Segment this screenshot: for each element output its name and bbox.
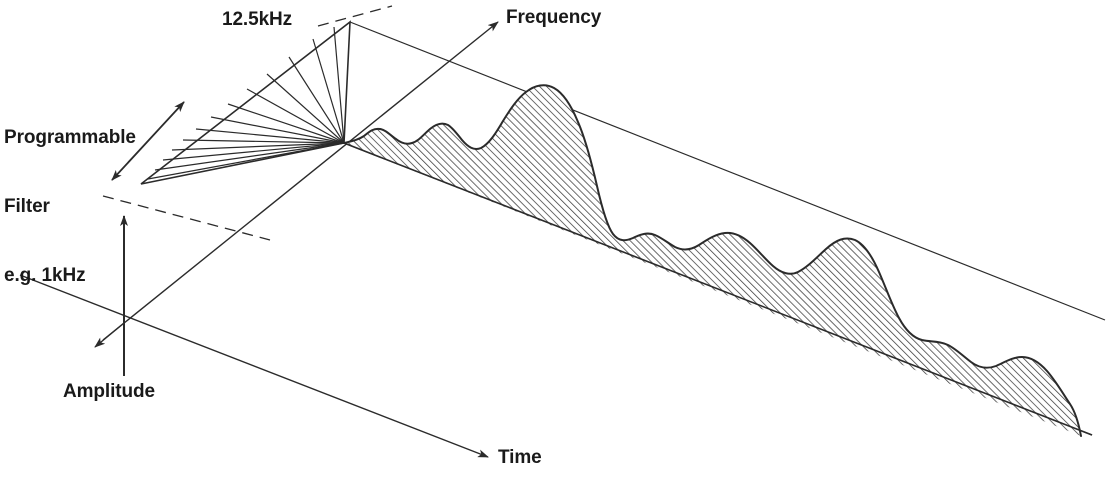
dashed-tick-12-5khz xyxy=(317,5,393,27)
time-axis-line xyxy=(19,274,489,458)
time-axis-label: Time xyxy=(498,447,542,468)
filter-fan-outline xyxy=(140,20,351,185)
max-frequency-label: 12.5kHz xyxy=(222,9,293,30)
filter-fan-lines xyxy=(147,26,345,180)
base-edge-near-overlay xyxy=(343,142,1093,436)
programmable-filter-label: Programmable Filter e.g. 1kHz xyxy=(4,80,136,333)
dashed-bandwidth-lower xyxy=(102,195,271,241)
base-edge-far xyxy=(349,21,1106,321)
frequency-axis-label: Frequency xyxy=(506,7,602,28)
filter-label-line-1: Programmable xyxy=(4,127,136,148)
filter-label-line-3: e.g. 1kHz xyxy=(4,265,86,286)
filter-bandwidth-arrow xyxy=(111,101,185,181)
frequency-axis-backstub xyxy=(94,322,125,348)
amplitude-axis-label: Amplitude xyxy=(63,381,155,402)
spectrum-outline xyxy=(343,84,1082,437)
filter-label-line-2: Filter xyxy=(4,196,50,217)
spectrum-waveform xyxy=(343,84,1082,437)
frequency-axis-line xyxy=(102,21,499,341)
